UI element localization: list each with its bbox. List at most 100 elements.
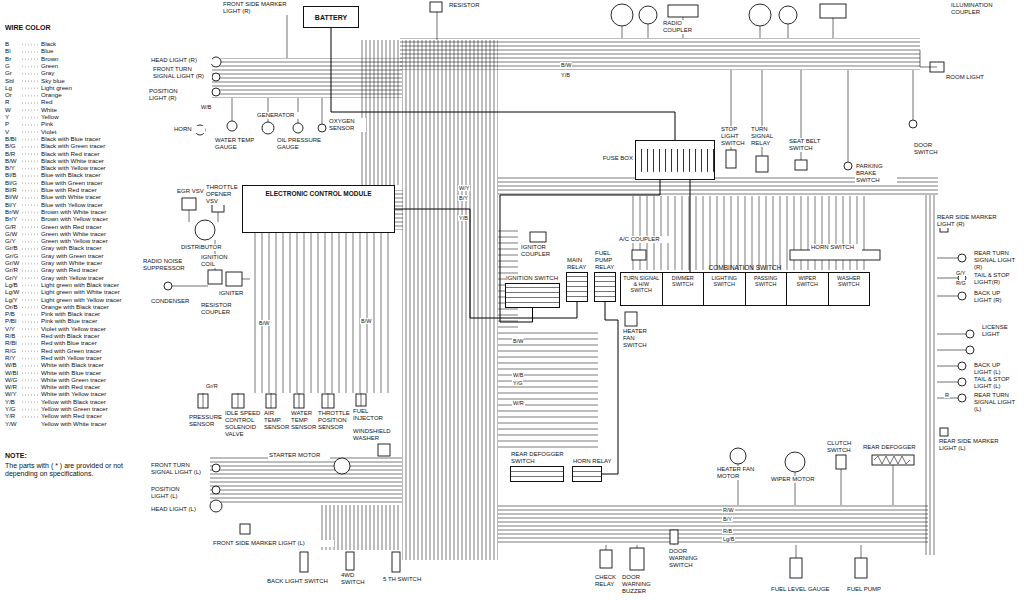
wire-color-code: Bl/W	[4, 193, 19, 200]
component-label: REAR SIDE MARKER LIGHT (L)	[938, 438, 1004, 452]
component-label: THROTTLE POSITION SENSOR	[317, 410, 353, 431]
wire-color-code: Y/R	[4, 412, 16, 419]
wire-color-name: White	[40, 106, 58, 113]
component-label: STOP LIGHT SWITCH	[720, 126, 748, 147]
wire-color-code: V/Y	[4, 325, 16, 332]
wire-color-name: White with Blue tracer	[40, 369, 102, 376]
component-label: FRONT SIDE MARKER LIGHT (L)	[212, 540, 334, 547]
wire-color-code: Gr	[4, 69, 13, 76]
box-text: TURN SIGNAL & H/W SWITCH	[621, 273, 663, 305]
wire-color-name: Light green with Black tracer	[40, 281, 120, 288]
wire-color-name: Red with Green tracer	[40, 347, 103, 354]
component-label: POSITION LIGHT (L)	[150, 486, 194, 500]
wire-color-code: G/R	[4, 223, 17, 230]
wire-color-name: Gray with Yellow tracer	[40, 274, 105, 281]
wire-color-code: Bl	[4, 47, 12, 54]
wire-color-code: Or/B	[4, 303, 19, 310]
component-label: IGNITION COIL	[200, 254, 238, 268]
wire-color-name: Violet with Yellow tracer	[40, 325, 107, 332]
wire-color-code: Gr/W	[4, 259, 20, 266]
wire-color-name: Black	[40, 40, 57, 47]
wire-color-name: Pink with Black tracer	[40, 310, 101, 317]
component-label: REAR TURN SIGNAL LIGHT (R)	[973, 250, 1019, 271]
wire-color-code: B/G	[4, 142, 17, 149]
wire-color-code: W/Y	[4, 390, 18, 397]
wire-color-code: G/W	[4, 230, 18, 237]
box-title: ELECTRONIC CONTROL MODULE	[247, 190, 390, 197]
box-title: FUEL PUMP RELAY	[595, 250, 625, 271]
battery-box: BATTERY	[303, 6, 359, 28]
box-text: LIGHTING SWITCH	[704, 273, 746, 305]
wire-code: B/Y	[458, 195, 469, 201]
component-label: WATER TEMP GAUGE	[214, 137, 261, 151]
component-label: TURN SIGNAL RELAY	[750, 126, 787, 147]
component-label: WIPER MOTOR	[770, 476, 822, 483]
wire-connector	[395, 209, 577, 318]
component-label: IGNITOR COUPLER	[520, 244, 562, 258]
wire-color-code: G/Y	[4, 237, 17, 244]
wire-color-name: Blue with Red tracer	[40, 186, 98, 193]
wire-color-code: Or	[4, 91, 13, 98]
component-label: IGNITER	[218, 290, 250, 297]
component-label: GENERATOR	[256, 112, 302, 119]
component-label: CLUTCH SWITCH	[826, 440, 858, 454]
wire-color-name: Blue with Yellow tracer	[40, 201, 104, 208]
wire-color-name: Light green with White tracer	[40, 288, 121, 295]
wire-color-code: R	[4, 98, 10, 105]
wire-color-name: Pink with Blue tracer	[40, 317, 98, 324]
box-title: MAIN RELAY	[567, 257, 597, 271]
component-label: PARKING BRAKE SWITCH	[855, 163, 897, 184]
wire-color-code: Br	[4, 55, 12, 62]
component-label: HEAD LIGHT (L)	[150, 506, 207, 513]
wire-code: G/Y	[955, 270, 966, 276]
wire-color-code: W/G	[4, 376, 18, 383]
wire-color-name: Black with Red tracer	[40, 150, 100, 157]
wire-code: W/B	[512, 372, 524, 378]
wire-color-name: Black with White tracer	[40, 157, 105, 164]
wire-color-name: White with Yellow tracer	[40, 390, 107, 397]
wire-color-name: Yellow with Green tracer	[40, 405, 109, 412]
note-text: NOTE:	[4, 452, 66, 460]
wire-color-name: Orange	[40, 91, 63, 98]
component-label: HORN SWITCH	[810, 244, 862, 251]
component-label: TAIL & STOP LIGHT(R)	[973, 272, 1019, 286]
wire-code: W/Y	[458, 185, 470, 191]
wire-color-name: Blue with Green tracer	[40, 179, 104, 186]
component-label: WATER TEMP. SENSOR	[290, 410, 318, 431]
component-label: ROOM LIGHT	[945, 74, 992, 81]
component-label: TAIL & STOP LIGHT (L)	[973, 376, 1019, 390]
relay-box: MAIN RELAY	[566, 272, 588, 302]
wire-color-name: Brown with Yellow tracer	[40, 215, 109, 222]
wire-color-code: Gr/R	[4, 266, 19, 273]
wire-color-name: Red with Black tracer	[40, 332, 100, 339]
box-title: COMBINATION SWITCH	[621, 264, 869, 271]
wire-color-code: B/R	[4, 150, 16, 157]
wire-color-name: Gray with Black tracer	[40, 244, 103, 251]
wire-color-name: Black with Yellow tracer	[40, 164, 107, 171]
wire-code: R/B	[722, 528, 733, 534]
wire-color-name: Blue	[40, 47, 54, 54]
box-text: WASHER SWITCH	[829, 273, 870, 305]
component-label: CHECK RELAY	[594, 574, 622, 588]
wire-code: Gr/R	[205, 383, 219, 389]
wire-color-code: Y/W	[4, 420, 18, 427]
wire-color-code: B	[4, 40, 10, 47]
relay-box: HORN RELAY	[572, 466, 602, 482]
component-label: STARTER MOTOR	[268, 452, 330, 459]
wire-connector	[331, 28, 675, 140]
wire-color-name: Blue with White tracer	[40, 193, 102, 200]
wire-color-name: Gray with Green tracer	[40, 252, 105, 259]
component-label: RADIO COUPLER	[662, 20, 704, 34]
wire-connector	[602, 302, 618, 474]
wire-color-name: Black with Blue tracer	[40, 135, 102, 142]
wire-color-code: B/Bl	[4, 135, 17, 142]
wire-color-code: R/B	[4, 332, 16, 339]
wire-color-code: G	[4, 62, 11, 69]
wire-color-code: Br/W	[4, 208, 20, 215]
component-label: RESISTOR COUPLER	[200, 302, 247, 316]
wire-color-code: Bl/Y	[4, 201, 17, 208]
component-label: DOOR WARNING SWITCH	[668, 548, 710, 569]
wire-color-code: P	[4, 120, 10, 127]
wire-color-code: Gr/G	[4, 252, 19, 259]
